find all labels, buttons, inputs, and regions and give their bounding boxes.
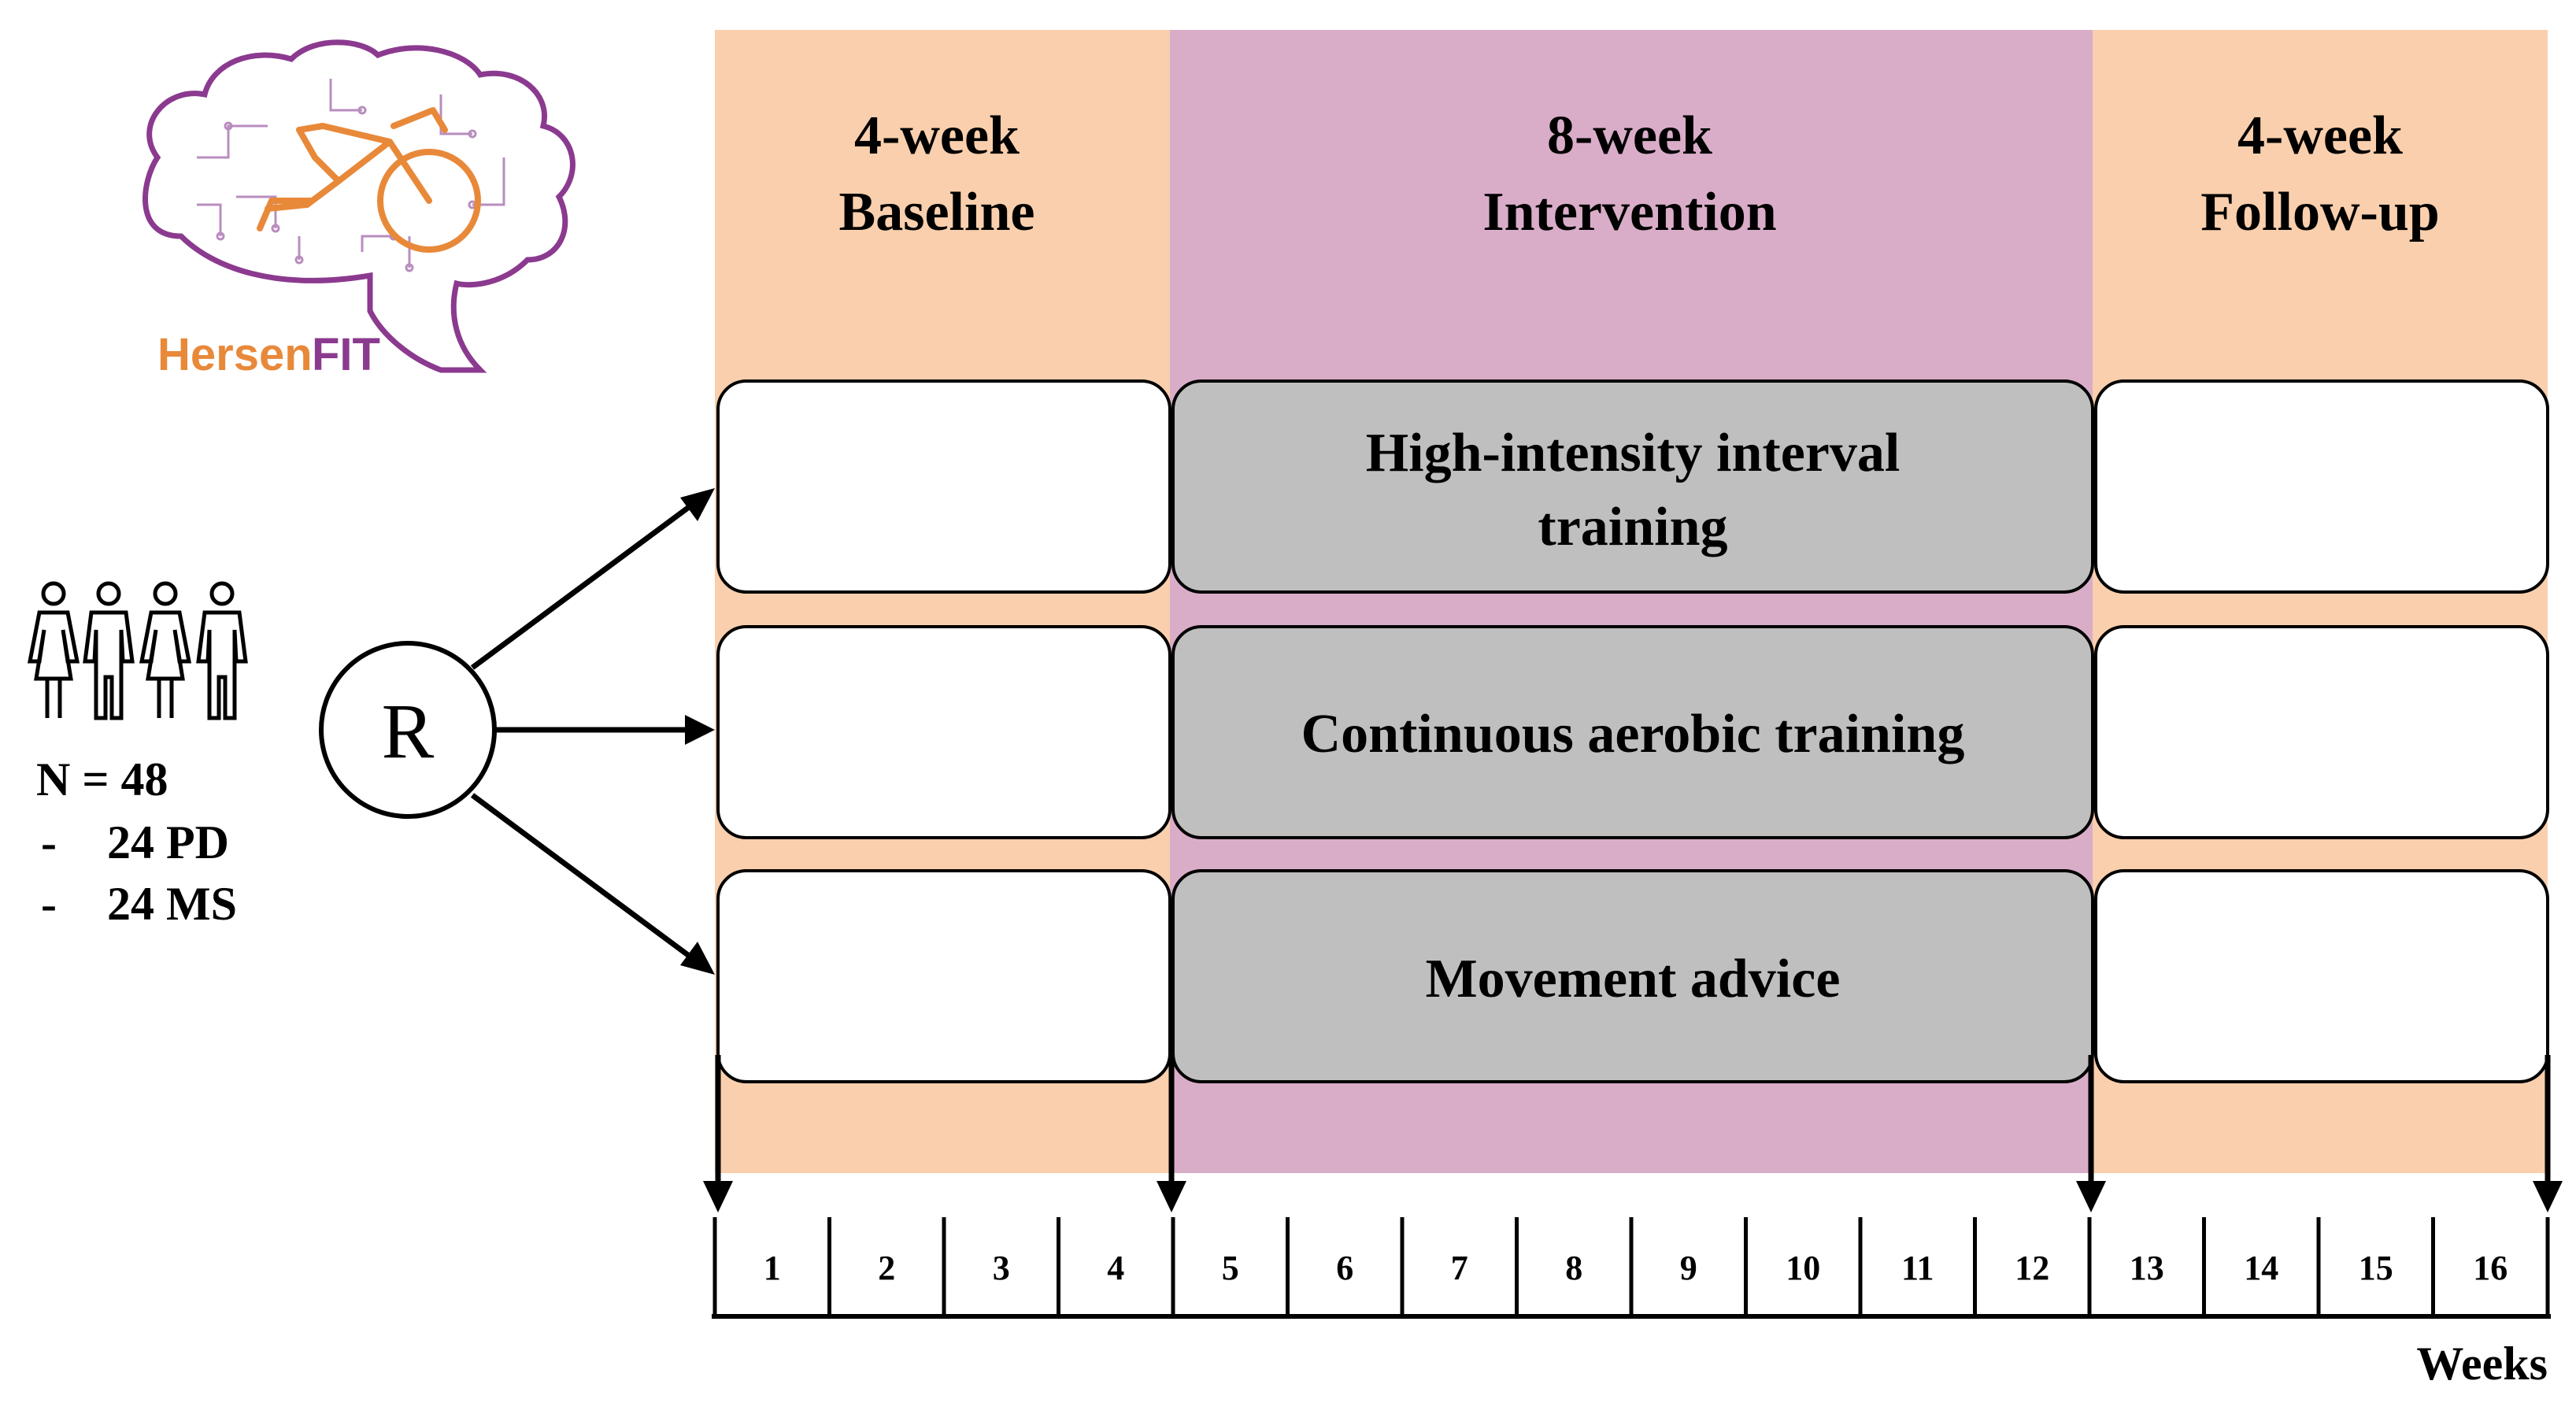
week-label: 10 xyxy=(1786,1249,1820,1287)
logo-text-fit: FIT xyxy=(312,329,380,380)
logo-text-hersen: Hersen xyxy=(157,329,313,380)
arm3-follow-up-box xyxy=(2094,869,2549,1083)
person-female-icon xyxy=(27,581,80,718)
randomization-arrowhead-arm3 xyxy=(680,942,715,975)
week-label: 8 xyxy=(1565,1249,1582,1287)
randomization-circle xyxy=(319,641,497,819)
phase-title-baseline-line1: 4-week xyxy=(854,105,1020,166)
week-label: 7 xyxy=(1451,1249,1468,1287)
week-label: 15 xyxy=(2359,1249,2393,1287)
week-label: 3 xyxy=(993,1249,1010,1287)
randomization-label: R xyxy=(382,687,435,775)
arm1-follow-up-box xyxy=(2094,379,2549,594)
randomization-arrow-arm3 xyxy=(470,793,700,964)
arm1-label-line1: High-intensity interval xyxy=(1366,423,1901,483)
week-label: 9 xyxy=(1680,1249,1697,1287)
week-label: 1 xyxy=(764,1249,781,1287)
phase-title-intervention-line1: 8-week xyxy=(1547,105,1712,166)
arm2-label: Continuous aerobic training xyxy=(1301,704,1965,764)
participants-group-pd: 24 PD xyxy=(107,816,229,868)
circuit-lines-icon xyxy=(197,79,505,272)
arm3-label: Movement advice xyxy=(1426,949,1841,1009)
timeline-axis-label: Weeks xyxy=(2416,1338,2548,1390)
measurement-arrowhead-week16 xyxy=(2533,1181,2563,1212)
participants-group-dash-pd: - xyxy=(41,816,57,868)
measurement-arrowhead-week4 xyxy=(1157,1181,1186,1212)
randomization-arrow-arm1 xyxy=(470,498,700,670)
week-label: 16 xyxy=(2473,1249,2508,1287)
arm3-baseline-box xyxy=(716,869,1171,1083)
week-label: 14 xyxy=(2244,1249,2278,1287)
bicycle-icon xyxy=(257,107,481,253)
arm1-label-line2: training xyxy=(1538,497,1727,557)
measurement-arrowhead-week0 xyxy=(703,1181,733,1212)
arm1-baseline-box xyxy=(716,379,1171,594)
person-female-icon xyxy=(139,581,192,718)
week-label: 5 xyxy=(1222,1249,1239,1287)
week-label: 6 xyxy=(1336,1249,1353,1287)
arm2-baseline-box xyxy=(716,625,1171,839)
measurement-arrowhead-week12 xyxy=(2076,1181,2106,1212)
person-male-icon xyxy=(83,581,135,720)
participants-icon xyxy=(27,581,248,720)
week-label: 2 xyxy=(878,1249,895,1287)
arm3-intervention-box xyxy=(1171,869,2094,1083)
brain-outline-icon xyxy=(142,39,576,373)
randomization-arrowhead-arm1 xyxy=(680,488,715,521)
hersenfit-logo: Hersen FIT xyxy=(142,39,576,380)
phase-title-baseline-line2: Baseline xyxy=(839,182,1035,242)
arm2-follow-up-box xyxy=(2094,625,2549,839)
arm1-intervention-box xyxy=(1171,379,2094,594)
phase-title-follow-up-line2: Follow-up xyxy=(2200,182,2439,242)
participants-group-dash-ms: - xyxy=(41,878,57,930)
phase-title-follow-up-line1: 4-week xyxy=(2237,105,2403,166)
arm2-intervention-box xyxy=(1171,625,2094,839)
week-label: 12 xyxy=(2015,1249,2049,1287)
week-label: 4 xyxy=(1107,1249,1124,1287)
participants-group-ms: 24 MS xyxy=(107,878,237,930)
participants-total: N = 48 xyxy=(36,753,168,805)
person-male-icon xyxy=(196,581,248,720)
phase-title-intervention-line2: Intervention xyxy=(1482,182,1776,242)
week-label: 13 xyxy=(2130,1249,2164,1287)
randomization-arrowhead-arm2 xyxy=(685,715,715,745)
week-label: 11 xyxy=(1901,1249,1934,1287)
